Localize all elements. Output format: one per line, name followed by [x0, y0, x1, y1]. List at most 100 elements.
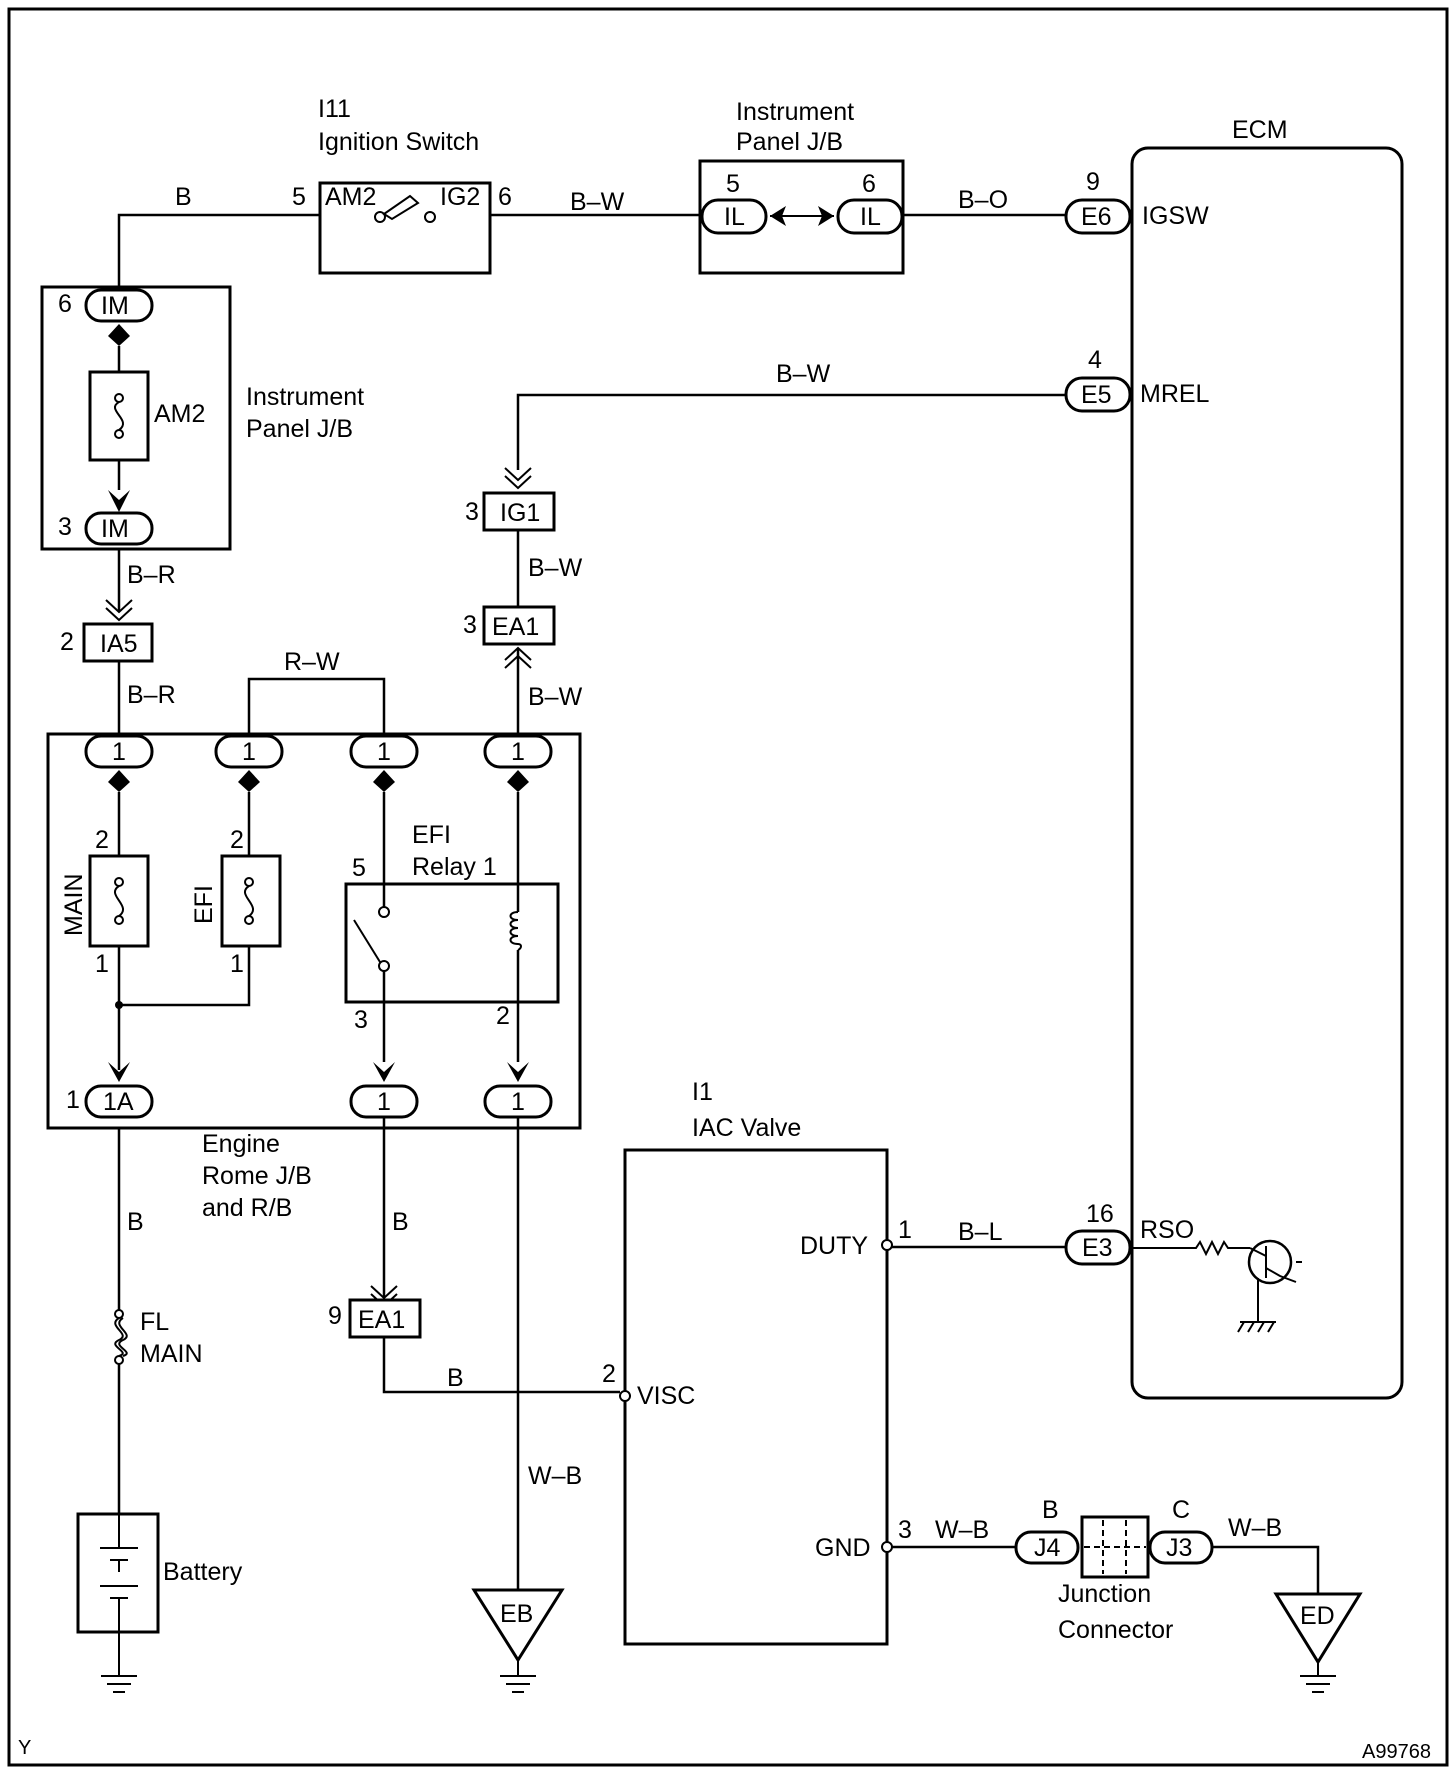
- pin-number: 1: [66, 1086, 80, 1114]
- connector-label: IG1: [500, 499, 540, 527]
- wire-b-to-switch: [117, 213, 330, 290]
- pin-number: 6: [58, 290, 72, 318]
- arrow-icon: [507, 770, 529, 792]
- wire-label: B–L: [958, 1218, 1003, 1246]
- wire-bw-mrel: [516, 393, 1066, 470]
- relay-coil-icon: [509, 911, 522, 951]
- wire-label: W–B: [935, 1516, 989, 1544]
- wire-label: B: [392, 1208, 409, 1236]
- connector-label: IM: [101, 515, 129, 543]
- connector-label: 1: [112, 738, 126, 766]
- wire-label: B: [127, 1208, 144, 1236]
- connector-e6: [1064, 198, 1132, 235]
- pin-number: 1: [230, 950, 244, 978]
- arrow-icon: [108, 770, 130, 792]
- pin-number: 5: [352, 854, 366, 882]
- pin-terminal-icon: [881, 1239, 893, 1251]
- fuse-icon: [114, 877, 124, 887]
- iac-pin-visc: VISC: [637, 1382, 695, 1410]
- arrow-icon: [770, 206, 786, 226]
- relay-label-line2: Relay 1: [412, 853, 497, 881]
- iac-valve-box: [623, 1148, 889, 1646]
- pin-number: 2: [60, 628, 74, 656]
- connector-label: 1: [242, 738, 256, 766]
- arrow-icon: [373, 1062, 395, 1082]
- pin-label-c: C: [1172, 1496, 1190, 1524]
- wire-label: B–W: [528, 683, 583, 711]
- pin-number: 3: [463, 611, 477, 639]
- connector-label: E3: [1082, 1234, 1113, 1262]
- pin-number: 3: [898, 1516, 912, 1544]
- battery-icon: [100, 1514, 138, 1632]
- connector-1: [349, 734, 419, 769]
- connector-label: IA5: [100, 630, 138, 658]
- ground-label: ED: [1300, 1602, 1335, 1630]
- arrow-icon: [238, 770, 260, 792]
- wire-label: W–B: [1228, 1514, 1282, 1542]
- arrow-icon: [507, 1062, 529, 1082]
- wire-label: B–W: [776, 360, 831, 388]
- arrow-icon: [108, 1062, 130, 1082]
- battery-label: Battery: [163, 1558, 243, 1586]
- ground-icon: [500, 1660, 536, 1693]
- iac-name: IAC Valve: [692, 1114, 801, 1142]
- wire-label: R–W: [284, 648, 340, 676]
- transistor-leads: [1249, 1246, 1302, 1283]
- wire-label: B: [447, 1364, 464, 1392]
- engine-jb-label-line1: Engine: [202, 1130, 280, 1158]
- wire-wb-ed: [1212, 1545, 1320, 1594]
- diagram-frame: [7, 7, 1449, 1767]
- pin-number: 3: [354, 1006, 368, 1034]
- wire-label: B–W: [570, 188, 625, 216]
- iac-code: I1: [692, 1078, 713, 1106]
- relay-label-line1: EFI: [412, 821, 451, 849]
- pin-number: 2: [230, 826, 244, 854]
- pin-number: 3: [465, 498, 479, 526]
- wire-label: B–R: [127, 681, 176, 709]
- iac-valve: I1 IAC Valve VISC 2 DUTY 1 GND 3: [602, 1078, 912, 1646]
- pin-terminal-icon: [619, 1390, 631, 1402]
- connector-label: J4: [1034, 1534, 1061, 1562]
- fuse-main-label: MAIN: [60, 874, 88, 937]
- junction-connector: B J4 C J3 Junction Connector: [1014, 1496, 1214, 1644]
- fl-main-line1: FL: [140, 1308, 169, 1336]
- resistor-icon: [1132, 1239, 1250, 1257]
- ecm-pin-rso: RSO: [1140, 1216, 1194, 1244]
- connector-il-right: [836, 198, 904, 235]
- wire-rw: [247, 677, 386, 735]
- ground-triangle-icon: [1273, 1592, 1363, 1665]
- ignition-switch: I11 Ignition Switch AM2 IG2 5 6: [292, 95, 512, 275]
- arrow-icon: [108, 324, 130, 346]
- ecm-pin-mrel: MREL: [1140, 380, 1210, 408]
- engine-jb-label-line3: and R/B: [202, 1194, 292, 1222]
- pin-number: 3: [58, 513, 72, 541]
- ignition-switch-code: I11: [318, 95, 351, 123]
- connector-label: 1: [511, 738, 525, 766]
- panel-jb-line1: Instrument: [736, 98, 854, 126]
- wire-b-visc: [382, 1337, 620, 1394]
- wire-label: B–O: [958, 186, 1008, 214]
- ignition-switch-box: [318, 181, 492, 275]
- pin-number: 2: [602, 1360, 616, 1388]
- switch-lever-icon: [382, 194, 420, 221]
- relay-switch-icon: [353, 919, 381, 963]
- pin-number: 9: [328, 1302, 342, 1330]
- switch-pin-5: 5: [292, 183, 306, 211]
- fuse-link-icon: [244, 885, 254, 917]
- wire-label: B–R: [127, 561, 176, 589]
- switch-pin-ig2: IG2: [440, 183, 480, 211]
- arrow-icon: [818, 206, 834, 226]
- iac-pin-duty: DUTY: [800, 1232, 868, 1260]
- connector-ea1-top: [482, 605, 556, 646]
- pin-label-b: B: [1042, 1496, 1059, 1524]
- pin-number: 16: [1086, 1200, 1114, 1228]
- pin-number: 9: [1086, 168, 1100, 196]
- iac-pin-gnd: GND: [815, 1534, 871, 1562]
- ground-eb: EB: [471, 1588, 565, 1693]
- fusible-link-fl-main: FL MAIN: [114, 1308, 203, 1368]
- junction-internal: [1084, 1520, 1146, 1574]
- connector-im-bottom: [84, 511, 154, 546]
- connector-label: 1: [377, 1088, 391, 1116]
- instrument-panel-jb-left: Instrument Panel J/B 6 IM AM2 3 IM: [40, 285, 364, 551]
